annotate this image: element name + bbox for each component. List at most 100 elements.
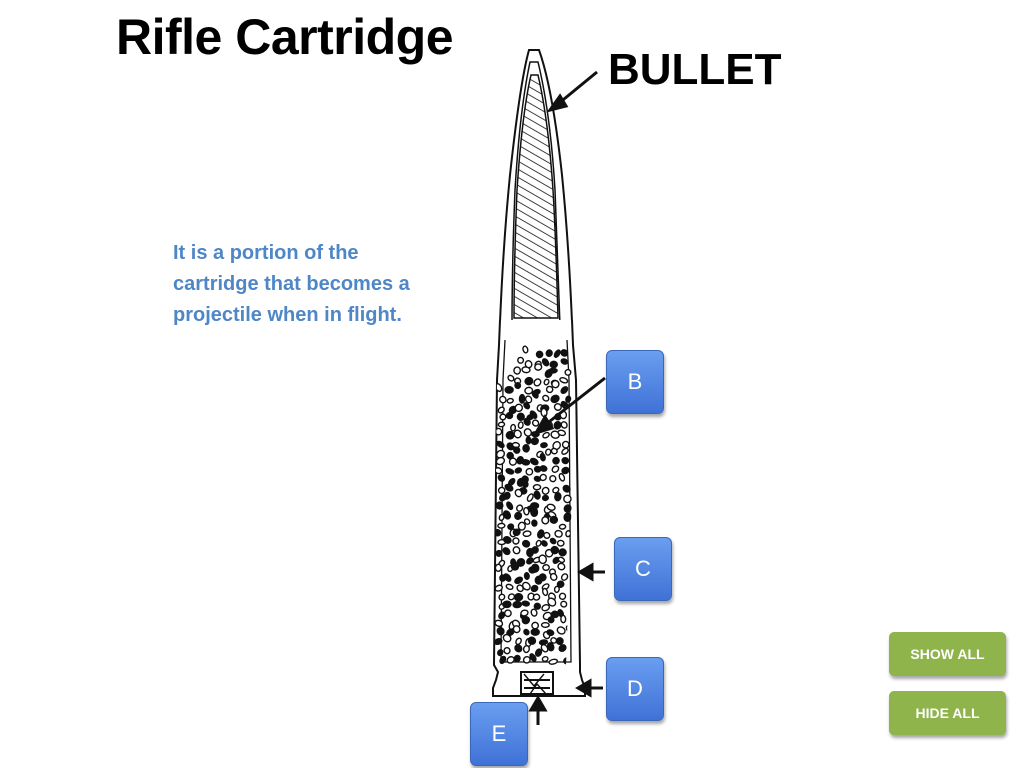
powder-grain — [551, 379, 560, 389]
powder-grain — [515, 637, 522, 646]
powder-grain — [514, 382, 522, 390]
powder-grain — [513, 429, 522, 439]
hide-all-button[interactable]: HIDE ALL — [889, 691, 1006, 735]
powder-grain — [530, 507, 539, 518]
powder-grain — [526, 493, 534, 502]
powder-grain — [530, 628, 540, 636]
powder-grain — [565, 529, 572, 538]
powder-grain — [552, 456, 560, 465]
powder-grain — [496, 626, 505, 636]
powder-grain — [565, 395, 572, 403]
powder-grain — [540, 621, 550, 628]
powder-grain — [512, 600, 523, 609]
powder-grain — [541, 494, 550, 502]
powder-grain — [561, 466, 570, 475]
show-all-button[interactable]: SHOW ALL — [889, 632, 1006, 676]
powder-grain — [522, 530, 532, 538]
powder-grain — [530, 584, 539, 593]
powder-grain — [497, 421, 506, 428]
powder-grain — [523, 428, 533, 437]
powder-grain — [561, 440, 570, 449]
label-d-button[interactable]: D — [606, 657, 664, 721]
powder-grain — [562, 484, 571, 493]
powder-grain — [523, 402, 531, 410]
powder-grain — [525, 467, 534, 476]
powder-grain — [534, 363, 543, 371]
bullet-label: BULLET — [608, 45, 782, 94]
powder-grains — [494, 345, 576, 665]
powder-grain — [495, 449, 506, 459]
powder-grain — [550, 545, 560, 555]
powder-grain — [521, 459, 531, 466]
powder-grain — [560, 349, 569, 357]
label-b-button[interactable]: B — [606, 350, 664, 414]
powder-grain — [513, 593, 524, 602]
powder-grain — [551, 465, 560, 473]
powder-grain — [533, 378, 542, 387]
powder-grain — [521, 581, 531, 591]
powder-grain — [558, 644, 567, 653]
powder-grain — [522, 644, 530, 654]
powder-grain — [554, 492, 562, 502]
powder-grain — [542, 431, 550, 439]
powder-grain — [549, 572, 558, 581]
powder-grain — [502, 633, 512, 643]
powder-grain — [524, 386, 534, 395]
powder-grain — [542, 564, 550, 572]
powder-grain — [497, 406, 505, 414]
powder-grain — [498, 611, 506, 620]
powder-grain — [563, 504, 572, 513]
powder-grain — [539, 473, 547, 482]
powder-grain — [517, 356, 525, 364]
powder-grain — [504, 483, 514, 492]
label-e-button[interactable]: E — [470, 702, 528, 766]
powder-grain — [502, 510, 512, 520]
powder-grain — [531, 390, 539, 399]
powder-grain — [543, 531, 551, 539]
powder-grain — [530, 608, 538, 617]
powder-grain — [538, 554, 547, 565]
powder-grain — [521, 616, 531, 625]
powder-grain — [560, 600, 568, 608]
powder-grain — [498, 593, 506, 601]
powder-grain — [549, 537, 557, 545]
powder-grain — [541, 486, 550, 495]
powder-grain — [507, 374, 515, 382]
powder-grain — [532, 593, 541, 601]
powder-grain — [563, 512, 572, 522]
powder-grain — [550, 394, 560, 404]
powder-grain — [494, 563, 502, 573]
powder-grain — [508, 457, 518, 466]
powder-grain — [502, 536, 512, 544]
powder-grain — [510, 561, 520, 571]
powder-grain — [516, 504, 524, 512]
powder-grain — [521, 480, 529, 488]
powder-grain — [549, 515, 559, 524]
powder-grain — [504, 609, 512, 618]
powder-grain — [497, 522, 506, 529]
powder-grain — [523, 417, 531, 426]
powder-grain — [546, 629, 555, 636]
powder-grain — [547, 597, 557, 607]
powder-grain — [558, 523, 567, 530]
powder-grain — [494, 584, 503, 592]
powder-grain — [522, 655, 531, 664]
powder-grain — [549, 475, 557, 483]
powder-grain — [518, 393, 526, 404]
powder-grain — [507, 593, 516, 601]
powder-grain — [548, 658, 559, 665]
powder-grain — [494, 619, 504, 628]
powder-grain — [520, 609, 529, 617]
powder-grain — [497, 649, 504, 657]
powder-grain — [502, 547, 511, 556]
powder-grain — [560, 614, 567, 624]
powder-grain — [539, 465, 548, 472]
powder-grain — [513, 366, 522, 375]
label-c-button[interactable]: C — [614, 537, 672, 601]
powder-grain — [549, 360, 559, 369]
powder-grain — [540, 407, 548, 418]
powder-grain — [534, 648, 543, 657]
powder-grain — [530, 563, 540, 573]
powder-grain — [514, 576, 524, 585]
powder-grain — [540, 442, 548, 449]
